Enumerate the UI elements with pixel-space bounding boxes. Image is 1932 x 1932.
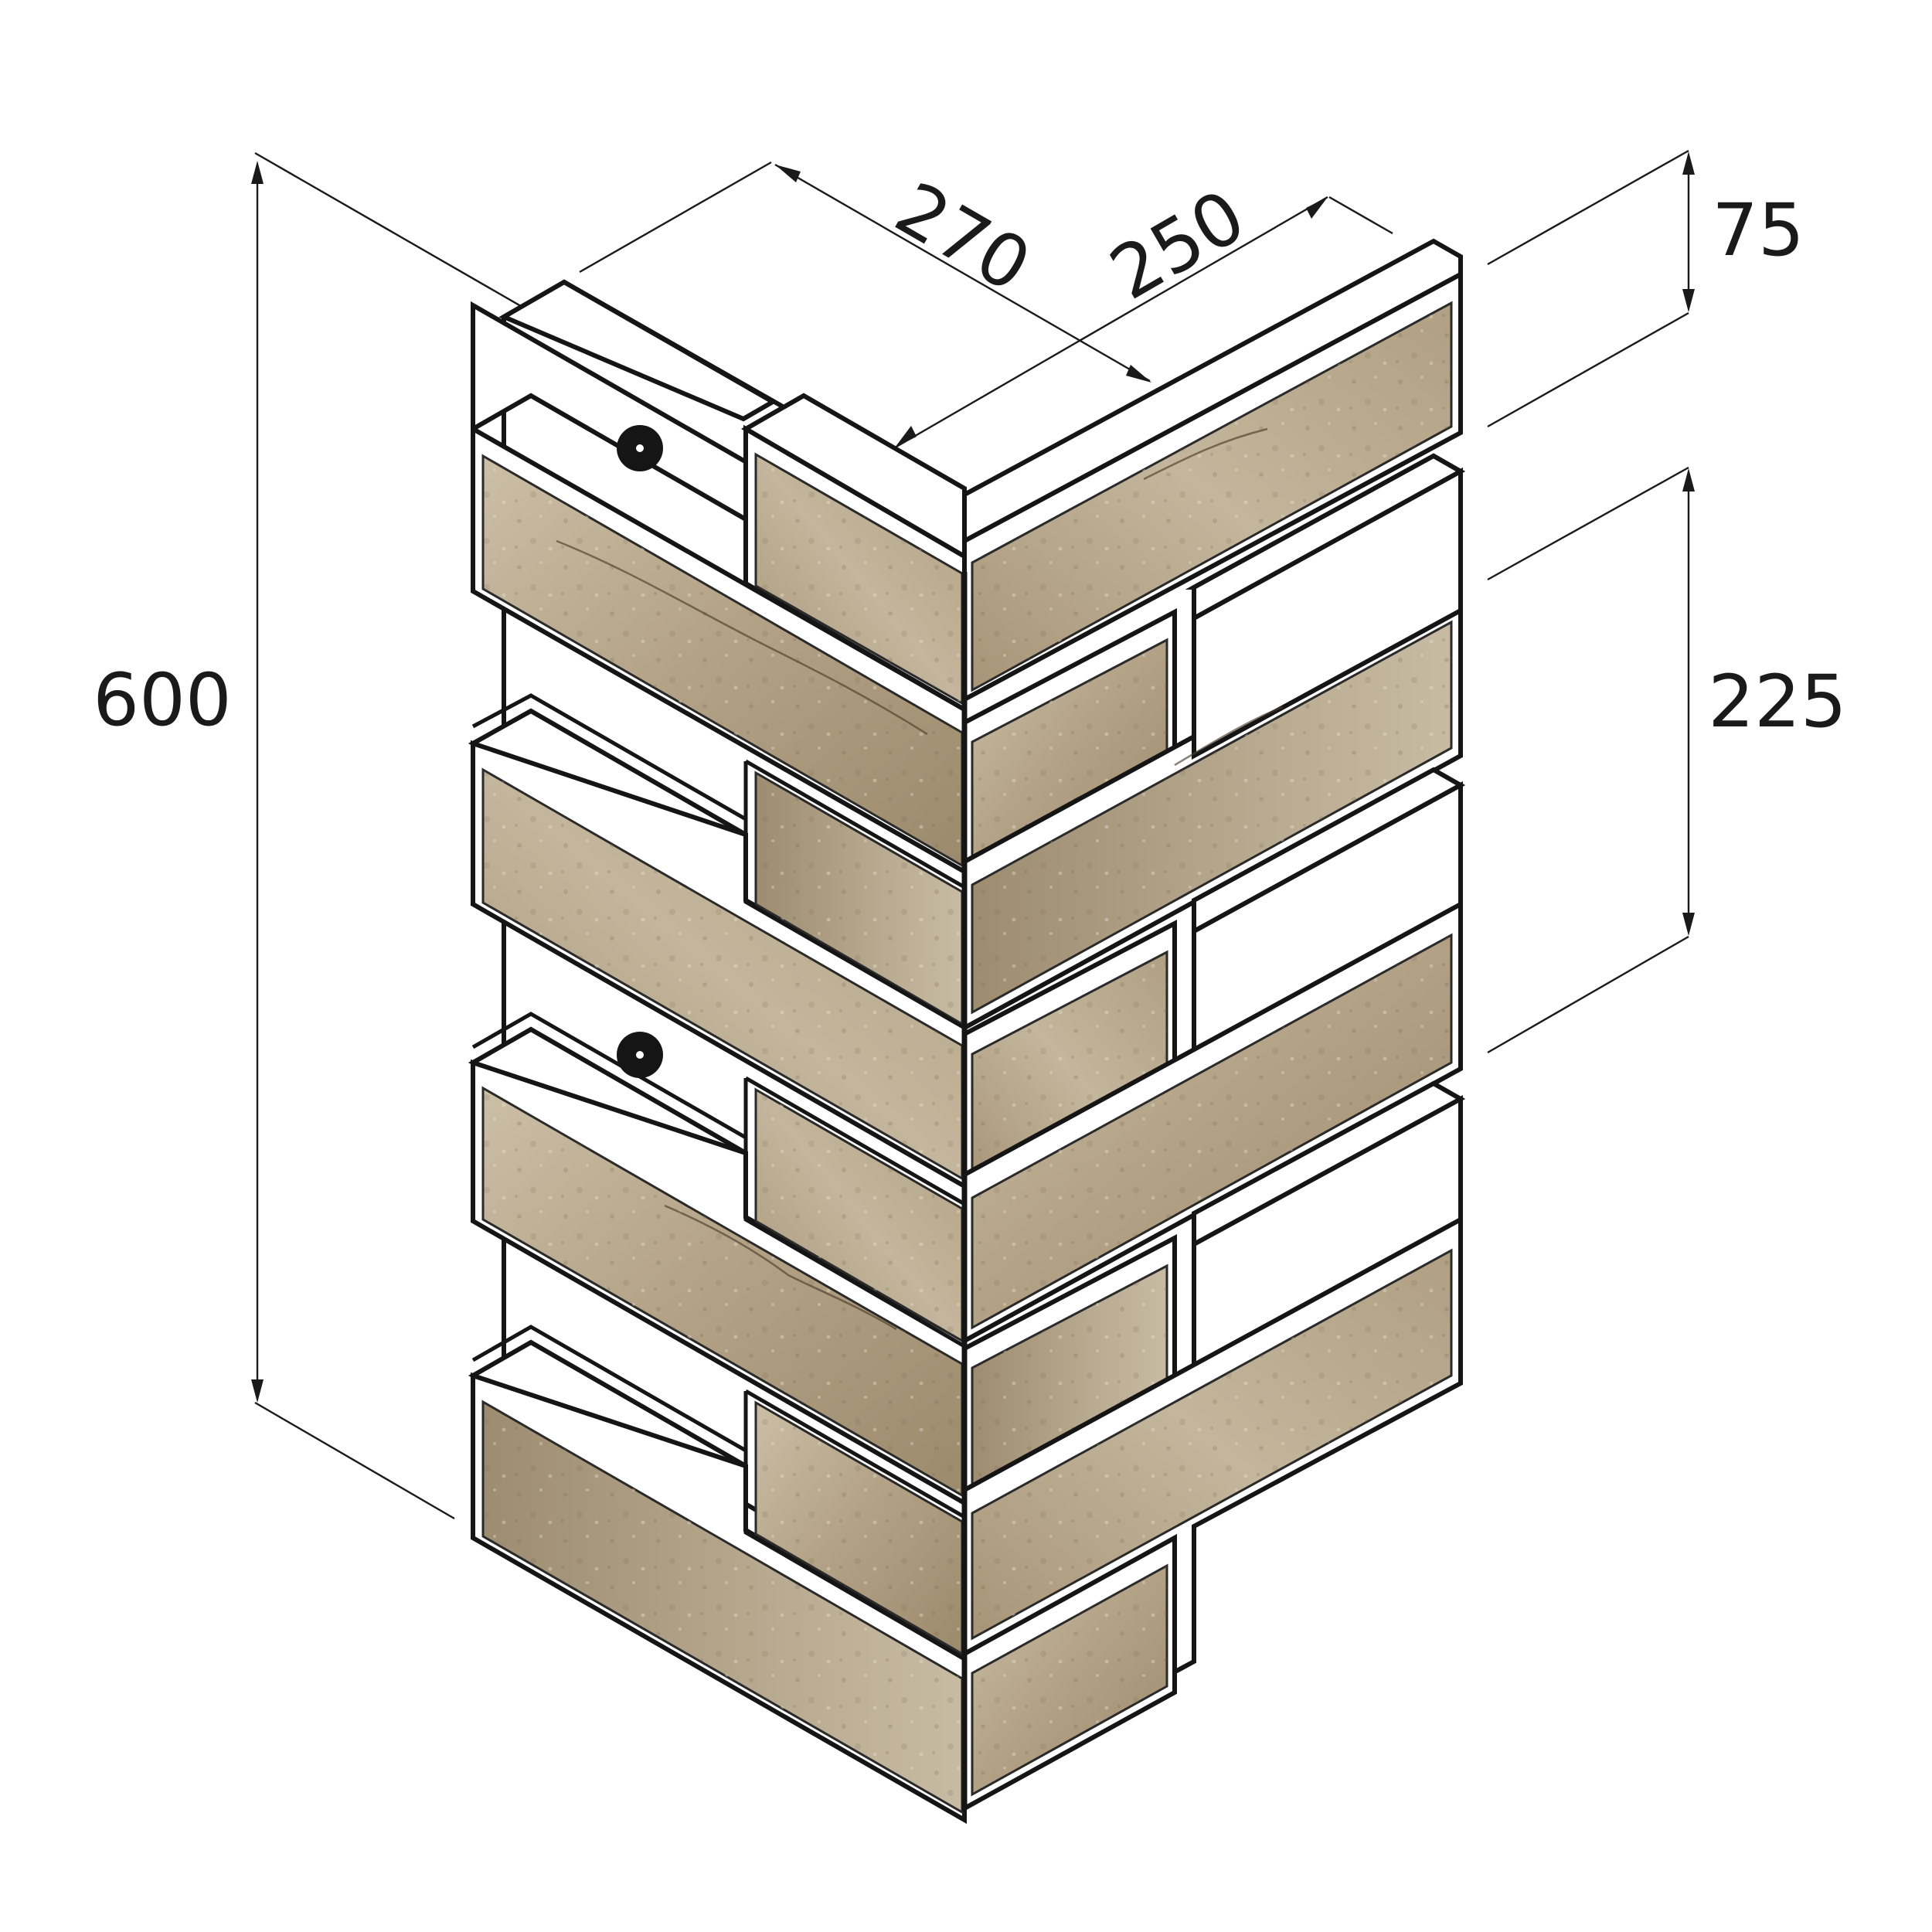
right-brick-row2-long — [962, 453, 1466, 1032]
right-brick-row4-short — [962, 1234, 1177, 1518]
right-brick-row5-short — [962, 1533, 1177, 1813]
mounting-hole-icon — [617, 425, 663, 471]
dimension-label-225: 225 — [1708, 660, 1846, 744]
right-brick-row3-short — [962, 920, 1177, 1202]
right-brick-row3-long — [962, 767, 1466, 1345]
right-brick-row4-long — [962, 1080, 1466, 1790]
left-wing — [468, 301, 967, 1825]
dimension-total-height: 600 — [93, 151, 766, 1520]
dimension-label-250: 250 — [1097, 175, 1259, 317]
right-wing — [962, 270, 1466, 1813]
dimension-label-270: 270 — [882, 167, 1044, 309]
right-brick-row1-long — [962, 270, 1463, 704]
mounting-hole-icon — [617, 1032, 663, 1078]
dimension-brick-height: 75 — [1487, 149, 1804, 428]
dimension-label-600: 600 — [93, 658, 231, 743]
dimension-label-75: 75 — [1712, 189, 1804, 273]
left-brick-row1-short — [741, 393, 967, 714]
left-brick-row4-long — [468, 1339, 967, 1825]
right-brick-row2-short — [962, 608, 1177, 893]
dimension-module-height: 225 — [1487, 466, 1847, 1054]
